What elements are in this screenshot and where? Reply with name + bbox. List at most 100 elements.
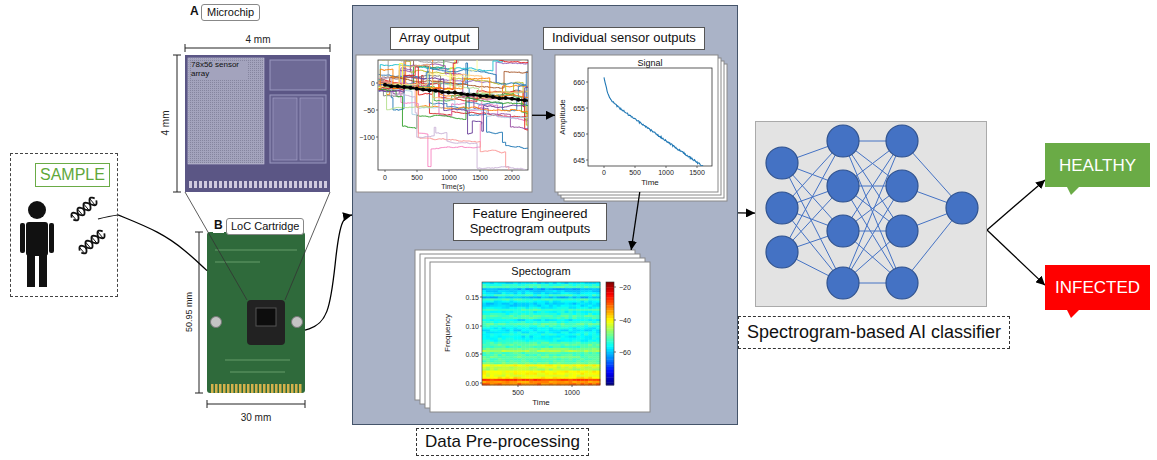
axis-tick: [376, 110, 378, 111]
neural-network: [843, 141, 902, 283]
cartridge-photo: [247, 384, 250, 393]
zoom-line: [185, 192, 247, 300]
flow-arrow: [987, 180, 1045, 230]
axis-tick: [697, 166, 698, 168]
flow-arrow: [987, 230, 1045, 285]
colorbar-tick: −40: [619, 317, 631, 324]
dna-icon: [96, 236, 98, 238]
neural-network: [886, 125, 918, 157]
sensor-traces: [383, 83, 387, 87]
sensor-traces: [453, 91, 457, 95]
cartridge-photo: [263, 384, 266, 393]
flow-arrow: [631, 192, 640, 250]
microchip-photo: [239, 181, 242, 188]
sample-box: SAMPLE: [10, 153, 118, 297]
cartridge-photo: [211, 317, 222, 328]
colorbar: [606, 318, 614, 321]
axis-title: Time: [532, 399, 549, 407]
cartridge-photo: [227, 384, 230, 393]
axis-tick: [572, 385, 573, 387]
sensor-traces: [466, 93, 470, 97]
sample-wire: [98, 215, 118, 219]
dimension-label: 30 mm: [241, 413, 272, 423]
signal-trace: [604, 77, 712, 166]
axis-tick: [586, 108, 588, 109]
microchip-photo: [204, 181, 207, 188]
signal-trace: [604, 77, 712, 166]
panel-letter: A: [189, 5, 200, 19]
person-icon: [20, 223, 25, 253]
sensor-traces: [504, 96, 508, 100]
person-icon: [49, 223, 54, 253]
colorbar: [606, 315, 614, 318]
microchip-photo: [189, 181, 327, 188]
dna-icon: [82, 208, 84, 211]
plot-heading: Feature Engineered Spectrogram outputs: [453, 203, 607, 241]
cartridge-photo: [299, 384, 302, 393]
cartridge-photo: [292, 317, 303, 328]
sensor-traces: [389, 84, 393, 88]
cartridge-photo: [287, 384, 290, 393]
colorbar: [606, 328, 614, 331]
microchip-photo: [244, 181, 247, 188]
neural-network: [766, 125, 978, 299]
microchip-photo: [270, 60, 326, 90]
sensor-traces: [447, 90, 451, 94]
colorbar: [606, 282, 614, 385]
classifier-box: Spectrogram-based AI classifier: [755, 121, 987, 307]
microchip-photo: [299, 181, 302, 188]
axis-tick: [635, 166, 636, 168]
dna-icon: [71, 198, 104, 254]
axis-title: Amplitude: [559, 99, 567, 135]
sensor-traces: [472, 93, 476, 97]
axis-tick-label: 0.05: [465, 351, 479, 358]
axis-tick-label: 500: [411, 174, 423, 181]
dna-icon: [90, 241, 92, 244]
microchip-photo: [289, 181, 292, 188]
microchip-photo: [269, 181, 272, 188]
neural-network: [843, 141, 902, 283]
axis-tick-label: 1000: [441, 174, 457, 181]
sensor-traces: [459, 92, 463, 96]
dimension-label: 50.95 mm: [185, 292, 194, 332]
flag-shape: [1045, 143, 1150, 195]
result-label: HEALTHY: [1059, 156, 1136, 176]
chip-annotation: 78x56 sensor array: [191, 61, 247, 79]
neural-network: [766, 192, 798, 224]
cartridge-photo: [215, 384, 218, 393]
axis-tick: [614, 287, 616, 288]
cartridge-photo: [291, 384, 294, 393]
axis-tick: [666, 166, 667, 168]
cartridge-photo: [255, 384, 258, 393]
axis-tick: [604, 166, 605, 168]
cartridge-photo: [279, 384, 282, 393]
dna-icon: [88, 203, 90, 205]
axis-title: Frequency: [444, 314, 452, 352]
flow-arrow: [532, 115, 555, 116]
microchip-photo: [304, 181, 307, 188]
dna-icon: [76, 213, 79, 216]
microchip-photo: [294, 181, 297, 188]
sensor-traces: [440, 90, 444, 94]
axis-tick-label: 650: [573, 131, 585, 138]
axis-tick: [480, 326, 482, 327]
axis-tick-label: 0: [383, 174, 387, 181]
axis-tick-label: 1500: [689, 169, 705, 176]
axis-tick-label: 655: [573, 105, 585, 112]
colorbar: [606, 349, 614, 352]
colorbar: [606, 362, 614, 365]
axis-tick: [376, 82, 697, 387]
microchip-photo: [189, 181, 192, 188]
colorbar: [606, 352, 614, 355]
sensor-traces: [379, 60, 528, 87]
axis-tick-label: 2000: [504, 174, 520, 181]
cartridge-photo: [223, 384, 226, 393]
cartridge-photo: [239, 384, 242, 393]
flow-arrow: [118, 215, 207, 271]
microchip-photo: [259, 181, 262, 188]
spectrogram-heatmap: [482, 282, 600, 385]
axis-tick-label: 0.15: [465, 294, 479, 301]
sensor-traces: [385, 85, 528, 101]
axis-tick-label: 1000: [658, 169, 674, 176]
